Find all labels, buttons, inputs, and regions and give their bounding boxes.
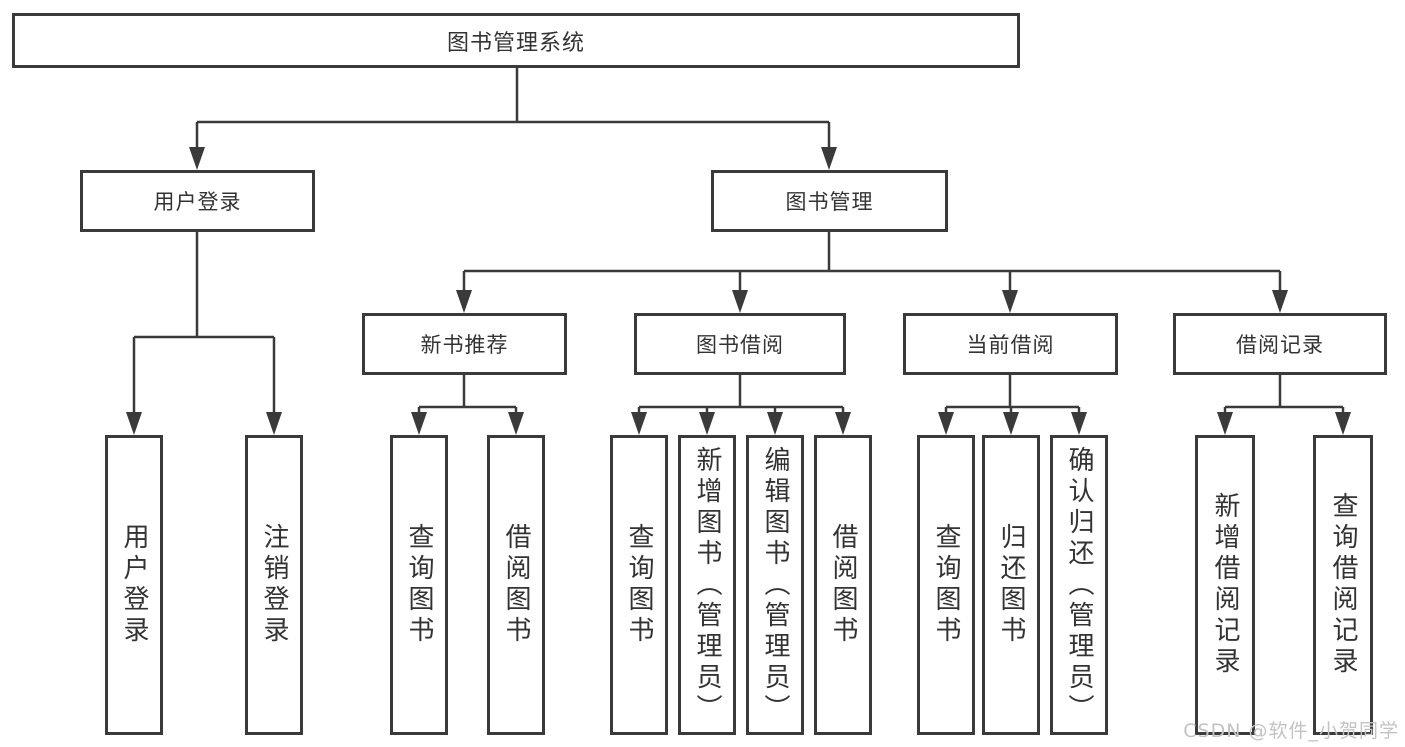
node-current-borrow: 当前借阅 [903, 313, 1118, 375]
leaf-logout: 注销登录 [245, 435, 303, 735]
node-book-management: 图书管理 [711, 170, 948, 232]
leaf-add-borrow-record: 新增借阅记录 [1195, 435, 1255, 735]
node-user-login: 用户登录 [80, 170, 315, 232]
leaf-label: 新增图书（管理员） [692, 445, 722, 725]
leaf-label: 编辑图书（管理员） [760, 445, 790, 725]
node-label: 借阅记录 [1236, 333, 1324, 357]
leaf-query-books-recommend: 查询图书 [390, 435, 448, 735]
leaf-query-books-current: 查询图书 [917, 435, 975, 735]
leaf-label: 查询图书 [404, 523, 434, 647]
leaf-label: 借阅图书 [828, 523, 858, 647]
leaf-label: 注销登录 [259, 523, 289, 647]
leaf-edit-book-admin: 编辑图书（管理员） [746, 435, 804, 735]
node-label: 用户登录 [153, 190, 242, 214]
node-label: 图书管理系统 [446, 30, 585, 56]
node-label: 图书管理 [785, 190, 874, 214]
node-book-borrow: 图书借阅 [634, 313, 846, 375]
node-new-book-recommend: 新书推荐 [362, 313, 567, 375]
leaf-query-books-borrow: 查询图书 [610, 435, 668, 735]
leaf-label: 查询图书 [624, 523, 654, 647]
watermark: CSDN @软件_小贺同学 [1183, 720, 1399, 742]
node-label: 新书推荐 [420, 333, 509, 357]
leaf-borrow-books-recommend: 借阅图书 [487, 435, 545, 735]
node-borrow-records: 借阅记录 [1173, 313, 1387, 375]
leaf-label: 用户登录 [119, 523, 149, 647]
leaf-return-book: 归还图书 [982, 435, 1040, 735]
leaf-label: 确认归还（管理员） [1064, 445, 1094, 725]
leaf-label: 归还图书 [996, 523, 1026, 647]
leaf-confirm-return-admin: 确认归还（管理员） [1050, 435, 1108, 735]
node-label: 图书借阅 [696, 333, 784, 357]
node-library-management-system: 图书管理系统 [12, 13, 1020, 68]
leaf-add-book-admin: 新增图书（管理员） [678, 435, 736, 735]
node-label: 当前借阅 [966, 333, 1055, 357]
leaf-label: 查询借阅记录 [1328, 492, 1358, 678]
leaf-label: 借阅图书 [501, 523, 531, 647]
leaf-user-login: 用户登录 [105, 435, 163, 735]
leaf-borrow-books: 借阅图书 [814, 435, 872, 735]
leaf-label: 新增借阅记录 [1210, 492, 1240, 678]
leaf-query-borrow-record: 查询借阅记录 [1313, 435, 1373, 735]
leaf-label: 查询图书 [931, 523, 961, 647]
